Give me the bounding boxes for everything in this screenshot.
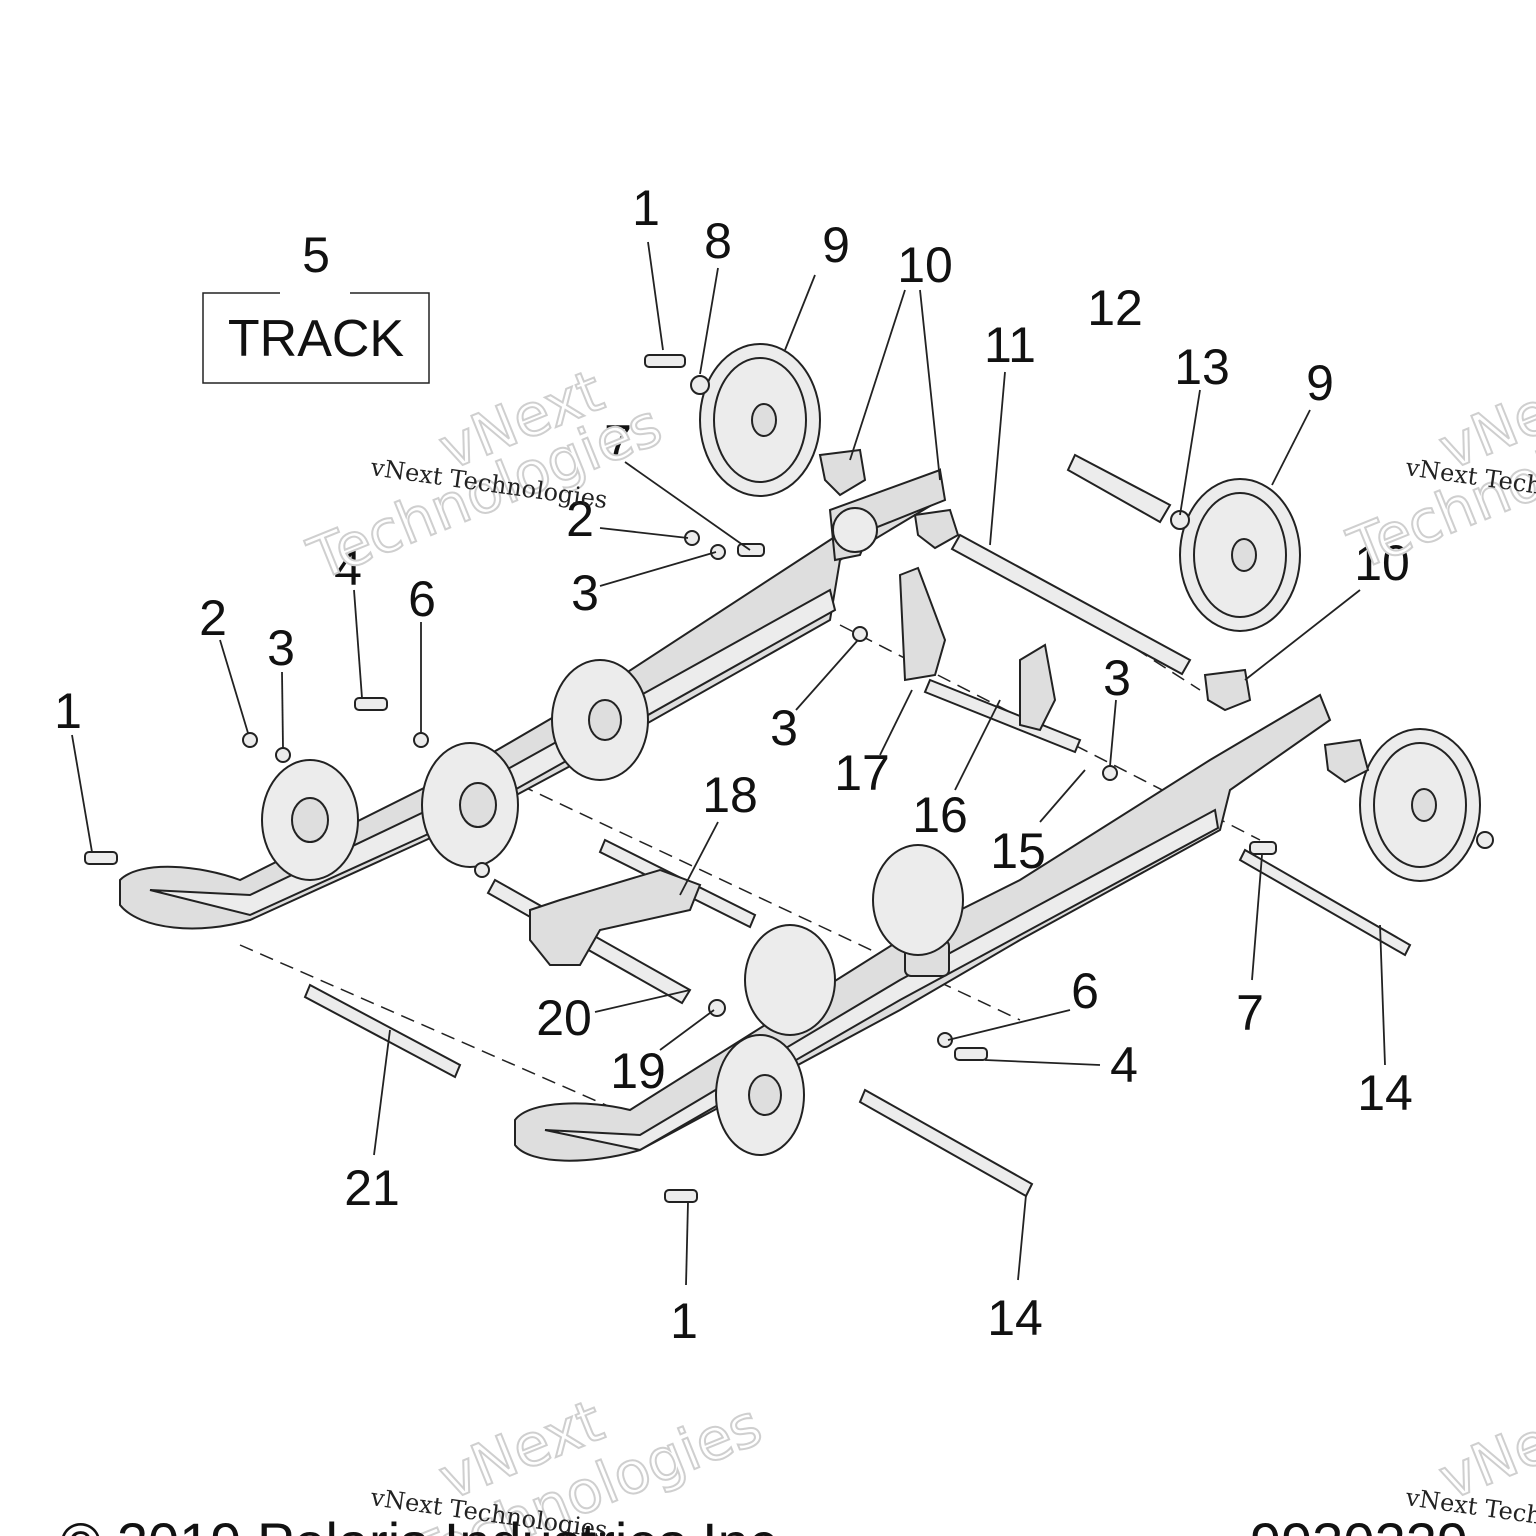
right-rail-wheels: [715, 844, 964, 1156]
callouts: 1 8 9 10 11 12 13 9 7 2 3 4 6 2 3 1 10 3…: [54, 180, 1413, 1349]
callout-6-left: 6: [408, 571, 436, 627]
callout-10-right: 10: [1354, 535, 1410, 591]
callout-4-left: 4: [334, 540, 362, 596]
callout-2-left: 2: [199, 590, 227, 646]
callout-8: 8: [704, 213, 732, 269]
right-rail: [514, 693, 1332, 1162]
rear-wheel-far-right: [1359, 728, 1481, 882]
left-rail-wheels: [261, 659, 649, 881]
callout-5: 5: [302, 227, 330, 283]
callout-20: 20: [536, 990, 592, 1046]
diagram-number: 9930229: [1250, 1511, 1468, 1536]
track-box: TRACK 5: [202, 227, 430, 384]
rear-wheel-right: [1179, 478, 1301, 632]
callout-9-left: 9: [822, 217, 850, 273]
callout-3-center: 3: [770, 700, 798, 756]
bracket-17: [898, 566, 1057, 732]
callout-21: 21: [344, 1160, 400, 1216]
callout-4-right: 4: [1110, 1037, 1138, 1093]
callout-7-right: 7: [1236, 985, 1264, 1041]
callout-19: 19: [610, 1043, 666, 1099]
callout-6-right: 6: [1071, 963, 1099, 1019]
callout-10-top: 10: [897, 237, 953, 293]
callout-17: 17: [834, 745, 890, 801]
callout-3-left: 3: [267, 620, 295, 676]
callout-16: 16: [912, 787, 968, 843]
callout-14-right: 14: [1357, 1065, 1413, 1121]
spacers: [818, 448, 1370, 784]
bracket-18: [529, 868, 702, 966]
callout-14-bottom: 14: [987, 1290, 1043, 1346]
callout-13: 13: [1174, 339, 1230, 395]
callout-3-mid: 3: [571, 565, 599, 621]
callout-15: 15: [990, 823, 1046, 879]
callout-2-mid: 2: [566, 491, 594, 547]
callout-1-top: 1: [632, 180, 660, 236]
rear-wheel-left: [699, 343, 821, 497]
hardware: [84, 354, 1494, 1203]
callout-1-bottom: 1: [670, 1293, 698, 1349]
callout-1-left: 1: [54, 683, 82, 739]
callout-7-top: 7: [604, 415, 632, 471]
callout-12: 12: [1087, 280, 1143, 336]
callout-18: 18: [702, 767, 758, 823]
track-label: TRACK: [228, 310, 405, 368]
callout-9-right: 9: [1306, 355, 1334, 411]
callout-11: 11: [984, 317, 1036, 373]
callout-3-right: 3: [1103, 650, 1131, 706]
left-rail: [119, 468, 947, 930]
leader-lines: [71, 241, 1386, 1286]
